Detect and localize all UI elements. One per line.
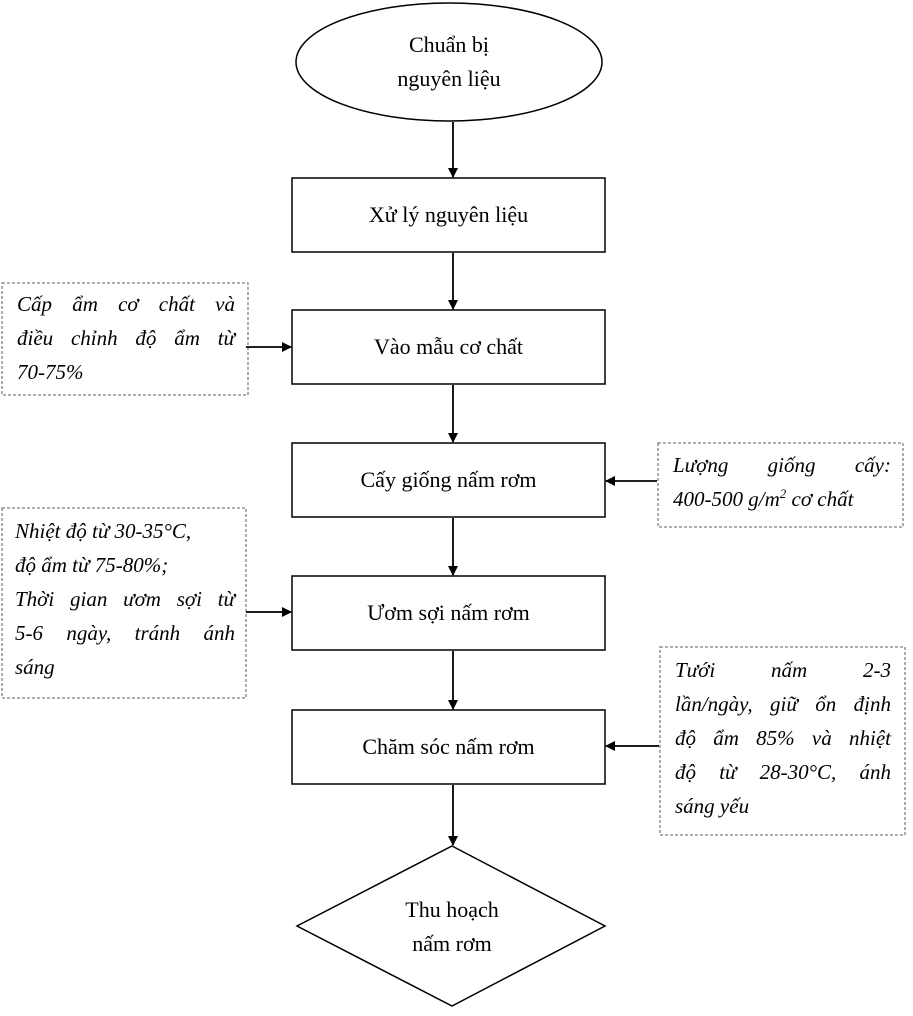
step-box-cham-soc-nam-rom — [291, 709, 606, 785]
note-seeding-unit: cơ chất — [786, 487, 854, 511]
step-box-vao-mau-co-chat — [291, 309, 606, 385]
start-label-line2: nguyên liệu — [397, 66, 501, 91]
note-box-moisture — [1, 282, 249, 396]
step1-label: Xử lý nguyên liệu — [368, 202, 529, 227]
step5-label: Chăm sóc nấm rơm — [362, 734, 535, 759]
step-box-cay-giong-nam-rom — [291, 442, 606, 518]
note-incubation-line4: 5-6 ngày, tránh ánh — [15, 621, 235, 645]
note-box-incubation — [1, 507, 247, 699]
note-care-line5: sáng yếu — [675, 794, 750, 818]
step4-label: Ươm sợi nấm rơm — [367, 600, 530, 625]
note-care-line2: lần/ngày, giữ ổn định — [675, 692, 891, 716]
step-box-uom-soi-nam-rom — [291, 575, 606, 651]
note-seeding-amount: 400-500 g/m — [673, 487, 780, 511]
start-label-line1: Chuẩn bị — [408, 32, 490, 57]
end-label: Thu hoạch nấm rơm — [352, 892, 552, 962]
step-box-xu-ly-nguyen-lieu — [291, 177, 606, 253]
note-care-line1: Tưới nấm 2-3 — [675, 658, 891, 682]
note-box-seeding — [657, 442, 904, 528]
start-ellipse — [295, 2, 603, 122]
step2-label: Vào mẫu cơ chất — [373, 334, 524, 359]
note-seeding-line1: Lượng giống cấy: — [673, 453, 891, 477]
note-seeding: Lượng giống cấy: 400-500 g/m2 cơ chất — [673, 448, 891, 516]
end-label-line1: Thu hoạch — [405, 897, 499, 922]
note-moisture-line2: điều chỉnh độ ẩm từ — [17, 326, 235, 350]
note-care-line4: độ từ 28-30°C, ánh — [675, 760, 891, 784]
end-diamond — [295, 845, 607, 1007]
note-incubation: Nhiệt độ từ 30-35°C, độ ẩm từ 75-80%; Th… — [15, 514, 235, 684]
step3-label: Cấy giống nấm rơm — [360, 467, 537, 492]
note-incubation-line3: Thời gian ươm sợi từ — [15, 587, 235, 611]
note-care-line3: độ ẩm 85% và nhiệt — [675, 726, 891, 750]
note-seeding-superscript: 2 — [779, 486, 787, 501]
note-moisture-line1: Cấp ẩm cơ chất và — [17, 292, 235, 316]
note-box-care — [659, 646, 906, 836]
end-label-line2: nấm rơm — [412, 931, 492, 956]
note-seeding-line2: 400-500 g/m2 cơ chất — [673, 482, 891, 516]
note-care: Tưới nấm 2-3 lần/ngày, giữ ổn định độ ẩm… — [675, 653, 891, 823]
note-incubation-line1: Nhiệt độ từ 30-35°C, — [15, 519, 192, 543]
note-incubation-line5: sáng — [15, 655, 55, 679]
note-moisture: Cấp ẩm cơ chất và điều chỉnh độ ẩm từ 70… — [17, 287, 235, 389]
note-moisture-line3: 70-75% — [17, 360, 84, 384]
note-incubation-line2: độ ẩm từ 75-80%; — [15, 553, 169, 577]
start-label: Chuẩn bị nguyên liệu — [297, 26, 601, 98]
